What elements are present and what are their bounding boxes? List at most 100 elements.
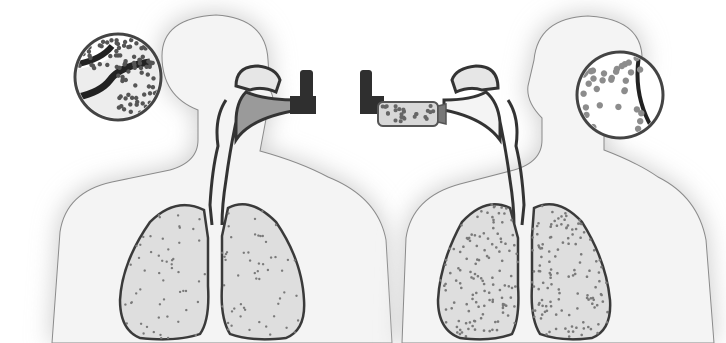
- particle: [574, 243, 577, 246]
- particle: [580, 91, 586, 97]
- particle: [141, 101, 145, 105]
- particle: [167, 248, 169, 250]
- particle: [254, 272, 256, 274]
- particle: [197, 301, 199, 303]
- particle: [128, 45, 132, 49]
- particle: [247, 251, 249, 253]
- particle: [637, 118, 643, 124]
- particle: [166, 315, 168, 317]
- particle: [540, 317, 543, 320]
- particle: [132, 61, 136, 65]
- particle: [597, 323, 600, 326]
- particle: [279, 297, 281, 299]
- particle: [488, 299, 491, 302]
- particle: [600, 293, 603, 296]
- particle: [105, 40, 109, 44]
- particle: [139, 244, 141, 246]
- particle: [480, 277, 483, 280]
- particle: [486, 211, 489, 214]
- particle: [554, 255, 557, 258]
- particle: [531, 236, 534, 239]
- particle: [598, 271, 601, 274]
- particle: [171, 267, 173, 269]
- particle: [151, 76, 155, 80]
- particle: [117, 66, 121, 70]
- particle: [123, 61, 127, 65]
- particle: [230, 325, 232, 327]
- particle: [262, 235, 264, 237]
- particle: [540, 256, 543, 259]
- particle: [460, 287, 463, 290]
- particle: [445, 308, 448, 311]
- particle: [582, 321, 585, 324]
- particle: [567, 275, 570, 278]
- particle: [469, 321, 472, 324]
- particle: [445, 321, 448, 324]
- particle: [599, 259, 602, 262]
- particle: [465, 303, 468, 306]
- particle: [586, 275, 589, 278]
- particle: [142, 236, 144, 238]
- particle: [459, 329, 462, 332]
- particle: [429, 104, 433, 108]
- particle: [556, 224, 559, 227]
- particle: [469, 271, 472, 274]
- particle: [533, 270, 536, 273]
- particle: [265, 241, 267, 243]
- particle: [551, 211, 554, 214]
- particle: [394, 108, 398, 112]
- particle: [179, 291, 181, 293]
- particle: [149, 235, 151, 237]
- particle: [502, 311, 505, 314]
- particle: [144, 269, 146, 271]
- particle: [462, 245, 465, 248]
- particle: [514, 285, 517, 288]
- particle: [258, 262, 260, 264]
- particle: [146, 326, 148, 328]
- particle: [225, 253, 227, 255]
- particle: [492, 227, 495, 230]
- particle: [495, 246, 498, 249]
- particle: [590, 297, 593, 300]
- particle: [249, 259, 251, 261]
- particle: [126, 322, 128, 324]
- particle: [465, 335, 468, 338]
- particle: [516, 261, 519, 264]
- particle: [254, 233, 256, 235]
- particle: [596, 304, 599, 307]
- particle: [273, 315, 275, 317]
- particle: [158, 272, 160, 274]
- particle: [583, 327, 586, 330]
- particle: [538, 303, 541, 306]
- particle: [461, 331, 464, 334]
- particle: [261, 210, 263, 212]
- particle: [474, 263, 477, 266]
- particle: [614, 66, 620, 72]
- particle: [541, 205, 544, 208]
- particle: [538, 246, 541, 249]
- particle: [294, 331, 296, 333]
- particle: [502, 303, 505, 306]
- particle: [254, 218, 256, 220]
- particle: [571, 325, 574, 328]
- particle: [475, 301, 478, 304]
- particle: [277, 303, 279, 305]
- particle: [591, 302, 594, 305]
- particle: [140, 71, 144, 75]
- particle: [426, 109, 430, 113]
- particle: [231, 310, 233, 312]
- particle: [439, 279, 442, 282]
- right-oral-airway: [444, 92, 500, 140]
- particle: [493, 206, 496, 209]
- particle: [144, 65, 148, 69]
- particle: [139, 288, 141, 290]
- particle: [593, 249, 596, 252]
- particle: [98, 62, 102, 66]
- particle: [108, 54, 112, 58]
- particle: [571, 233, 574, 236]
- left-inhaler-icon: [290, 70, 316, 114]
- particle: [483, 290, 486, 293]
- particle: [146, 72, 150, 76]
- particle: [162, 238, 164, 240]
- particle: [274, 256, 276, 258]
